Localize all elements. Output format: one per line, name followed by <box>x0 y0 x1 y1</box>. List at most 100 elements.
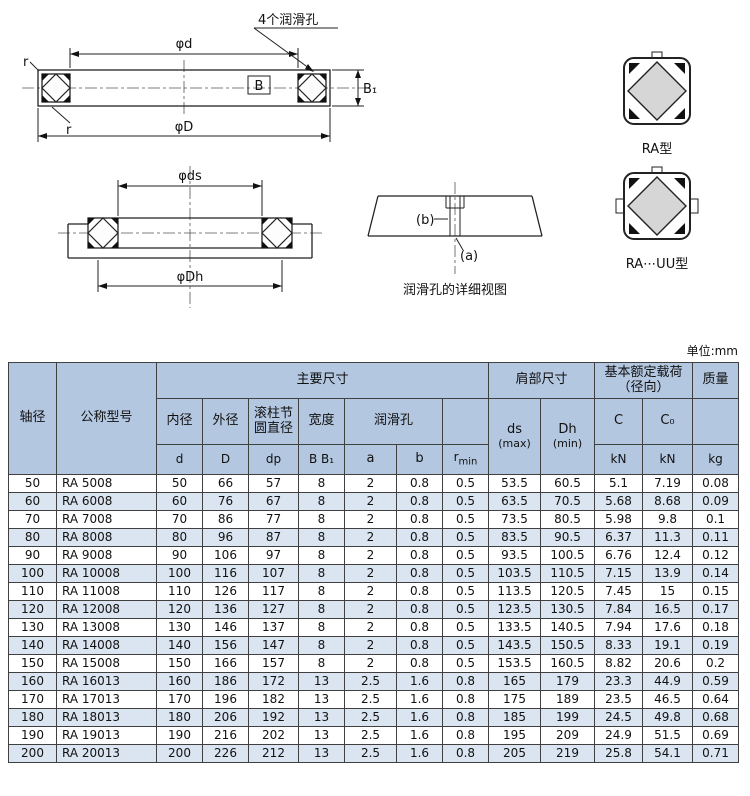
value-cell: 87 <box>248 528 299 547</box>
value-cell: 0.8 <box>442 708 489 727</box>
value-cell: 100 <box>156 564 203 583</box>
value-cell: 130 <box>156 618 203 637</box>
model-cell: RA 10008 <box>56 564 157 583</box>
value-cell: 172 <box>248 672 299 691</box>
value-cell: 2 <box>344 510 397 529</box>
value-cell: 137 <box>248 618 299 637</box>
value-cell: 0.5 <box>442 492 489 511</box>
value-cell: 0.8 <box>396 636 443 655</box>
value-cell: 8 <box>298 654 345 673</box>
value-cell: 0.2 <box>692 654 739 673</box>
model-cell: RA 9008 <box>56 546 157 565</box>
value-cell: 49.8 <box>642 708 693 727</box>
diagram-area: φd 4个润滑孔 B B₁ φD r r <box>0 0 750 342</box>
dim-r-top-label: r <box>23 55 29 70</box>
ra-type-icon <box>623 51 691 125</box>
value-cell: 0.69 <box>692 726 739 745</box>
dim-phi-ds-label: φds <box>178 169 202 184</box>
col-header-kN-C: kN <box>594 444 643 475</box>
dim-phi-D-label: φD <box>175 120 194 135</box>
ra-uu-type-label: RA⋯UU型 <box>625 257 689 272</box>
model-cell: RA 11008 <box>56 582 157 601</box>
value-cell: 2 <box>344 564 397 583</box>
value-cell: 7.45 <box>594 582 643 601</box>
value-cell: 8 <box>298 492 345 511</box>
value-cell: 205 <box>488 744 541 763</box>
value-cell: 2.5 <box>344 744 397 763</box>
value-cell: 0.5 <box>442 528 489 547</box>
value-cell: 8.33 <box>594 636 643 655</box>
value-cell: 110.5 <box>540 564 595 583</box>
value-cell: 2 <box>344 582 397 601</box>
value-cell: 103.5 <box>488 564 541 583</box>
col-group-load-rating: 基本额定载荷（径向） <box>594 362 693 399</box>
value-cell: 5.1 <box>594 474 643 493</box>
value-cell: 80 <box>8 528 57 547</box>
value-cell: 83.5 <box>488 528 541 547</box>
value-cell: 170 <box>156 690 203 709</box>
value-cell: 0.59 <box>692 672 739 691</box>
value-cell: 20.6 <box>642 654 693 673</box>
col-header-rmin-spacer <box>442 398 489 445</box>
value-cell: 140 <box>156 636 203 655</box>
value-cell: 12.4 <box>642 546 693 565</box>
value-cell: 180 <box>8 708 57 727</box>
ra-uu-type-block: RA⋯UU型 <box>592 165 722 272</box>
value-cell: 53.5 <box>488 474 541 493</box>
value-cell: 0.5 <box>442 564 489 583</box>
value-cell: 46.5 <box>642 690 693 709</box>
value-cell: 107 <box>248 564 299 583</box>
value-cell: 60 <box>156 492 203 511</box>
lube-holes-label: 4个润滑孔 <box>258 13 318 28</box>
value-cell: 146 <box>202 618 249 637</box>
col-header-C0: C₀ <box>642 398 693 445</box>
value-cell: 120 <box>8 600 57 619</box>
value-cell: 120 <box>156 600 203 619</box>
value-cell: 23.3 <box>594 672 643 691</box>
value-cell: 13 <box>298 672 345 691</box>
value-cell: 0.12 <box>692 546 739 565</box>
value-cell: 0.5 <box>442 474 489 493</box>
value-cell: 6.76 <box>594 546 643 565</box>
value-cell: 2 <box>344 654 397 673</box>
header-row-groups: 轴径 公称型号 主要尺寸 肩部尺寸 基本额定载荷（径向） 质量 <box>8 362 739 475</box>
col-header-a: a <box>344 444 397 475</box>
col-header-shaft-dia: 轴径 <box>8 362 57 475</box>
value-cell: 1.6 <box>396 726 443 745</box>
value-cell: 96 <box>202 528 249 547</box>
value-cell: 77 <box>248 510 299 529</box>
model-cell: RA 7008 <box>56 510 157 529</box>
col-header-d: d <box>156 444 203 475</box>
value-cell: 150 <box>156 654 203 673</box>
value-cell: 219 <box>540 744 595 763</box>
value-cell: 157 <box>248 654 299 673</box>
value-cell: 60 <box>8 492 57 511</box>
value-cell: 23.5 <box>594 690 643 709</box>
col-header-b: b <box>396 444 443 475</box>
ra-uu-type-icon <box>615 166 699 240</box>
value-cell: 5.68 <box>594 492 643 511</box>
col-group-mass: 质量 <box>692 362 739 399</box>
value-cell: 100.5 <box>540 546 595 565</box>
model-cell: RA 18013 <box>56 708 157 727</box>
value-cell: 0.11 <box>692 528 739 547</box>
header-row-names: 内径 外径 滚柱节圆直径 宽度 润滑孔 ds(max) Dh(min) C C₀ <box>9 398 739 475</box>
value-cell: 0.17 <box>692 600 739 619</box>
col-header-BB1: B B₁ <box>298 444 345 475</box>
col-header-mass-spacer <box>692 398 739 445</box>
value-cell: 2.5 <box>344 726 397 745</box>
model-cell: RA 5008 <box>56 474 157 493</box>
mounting-cross-section-diagram: φds φDh <box>58 166 322 308</box>
value-cell: 2 <box>344 474 397 493</box>
col-header-dh-min: Dh(min) <box>540 398 595 475</box>
value-cell: 73.5 <box>488 510 541 529</box>
value-cell: 1.6 <box>396 690 443 709</box>
value-cell: 2 <box>344 636 397 655</box>
value-cell: 13.9 <box>642 564 693 583</box>
value-cell: 7.84 <box>594 600 643 619</box>
